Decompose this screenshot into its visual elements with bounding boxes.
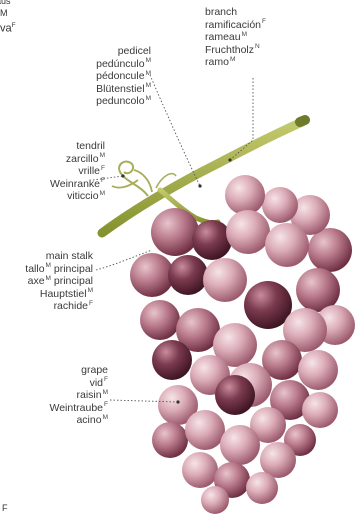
label-line: talloM principal [25, 263, 93, 276]
label-main-stalk: main stalk talloM principal axeM princip… [25, 250, 93, 313]
label-line: vrilleF [50, 165, 105, 178]
label-line: rachideF [25, 300, 93, 313]
label-tendril: tendril zarcilloM vrilleF WeinrankeF vit… [50, 140, 105, 203]
label-line: HauptstielM [25, 288, 93, 301]
label-line: WeintraubeF [50, 402, 109, 415]
label-line: ramificaciónF [205, 19, 266, 32]
label-branch: branch ramificaciónF rameauM FruchtholzN… [205, 6, 266, 69]
label-line: acinoM [50, 414, 109, 427]
label-line: tendril [50, 140, 105, 153]
label-line: pédonculeM [96, 70, 151, 83]
label-line: pedúnculoM [96, 58, 151, 71]
label-line: viticcioM [50, 190, 105, 203]
label-line: BlütenstielM [96, 83, 151, 96]
label-grape: grape vidF raisinM WeintraubeF acinoM [50, 364, 109, 427]
grape-cluster [130, 175, 355, 514]
label-line: main stalk [25, 250, 93, 263]
label-line: zarcilloM [50, 153, 105, 166]
label-line: FruchtholzN [205, 44, 266, 57]
label-line: axeM principal [25, 275, 93, 288]
label-line: rameauM [205, 31, 266, 44]
label-line: grape [50, 364, 109, 377]
leader-pedicel [150, 75, 200, 186]
label-line: pedicel [96, 45, 151, 58]
label-line: ramoM [205, 56, 266, 69]
label-line: raisinM [50, 389, 109, 402]
label-pedicel: pedicel pedúnculoM pédonculeM Blütenstie… [96, 45, 151, 108]
label-line: branch [205, 6, 266, 19]
label-line: WeinrankeF [50, 178, 105, 191]
label-line: peduncoloM [96, 95, 151, 108]
label-line: vidF [50, 377, 109, 390]
